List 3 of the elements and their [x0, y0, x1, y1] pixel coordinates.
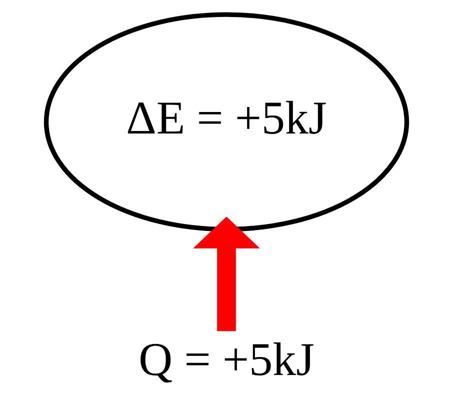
arrow	[193, 216, 260, 332]
node-ellipse: ΔE = +5kJ	[44, 12, 410, 232]
node-text: Q = +5kJ	[138, 334, 314, 386]
